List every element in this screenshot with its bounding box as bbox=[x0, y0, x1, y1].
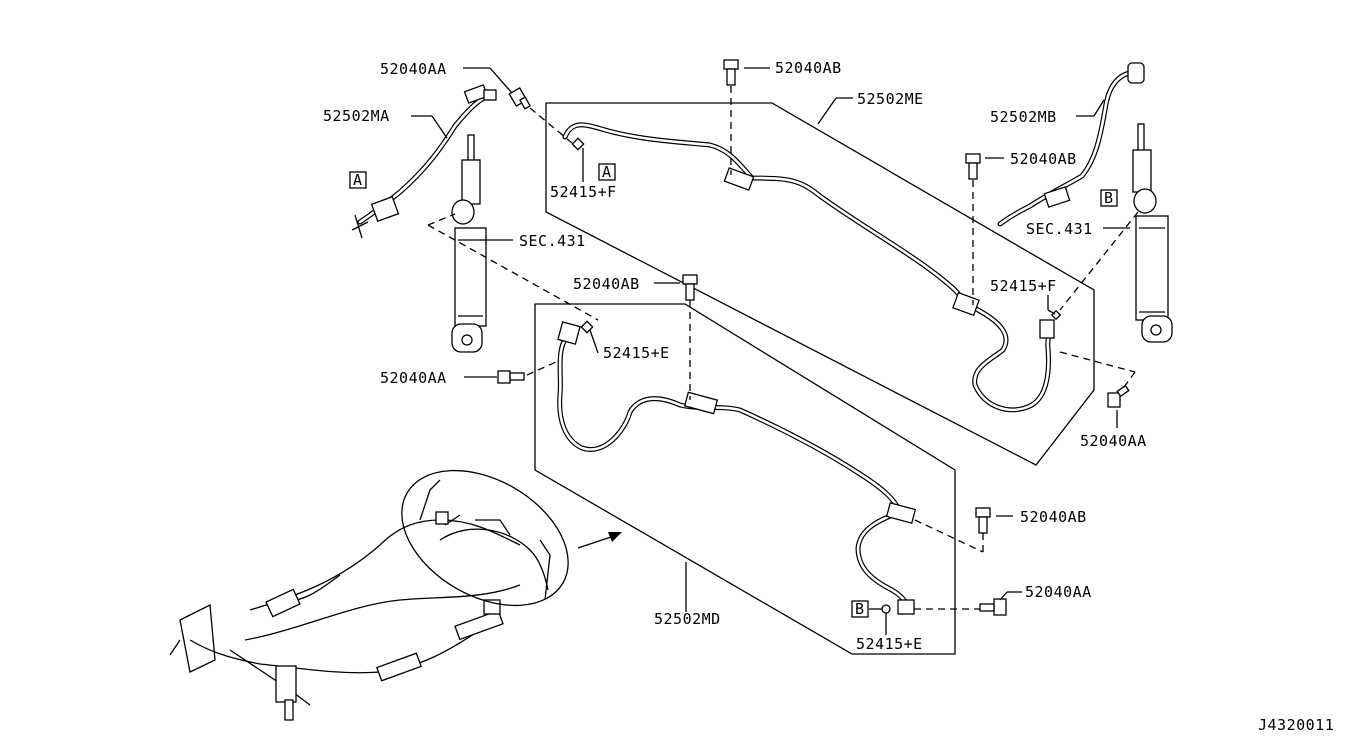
clip-icon bbox=[881, 604, 891, 614]
ref-mark-a-left: A bbox=[353, 171, 363, 189]
diagram-id: J4320011 bbox=[1258, 716, 1334, 734]
callout-bolt-ab-mid: 52040AB bbox=[573, 275, 640, 293]
callout-hose-ma: 52502MA bbox=[323, 107, 390, 125]
ref-mark-a-mid: A bbox=[602, 163, 612, 181]
callout-bolt-aa-lower: 52040AA bbox=[1025, 583, 1092, 601]
dashed-assembly-lines bbox=[427, 86, 1139, 610]
left-shock-absorber bbox=[451, 134, 487, 353]
callout-bolt-aa-right: 52040AA bbox=[1080, 432, 1147, 450]
ref-box-a-left bbox=[349, 171, 367, 189]
callout-bolt-ab-top: 52040AB bbox=[775, 59, 842, 77]
pipe-52502MD bbox=[557, 321, 917, 615]
bolt-icon bbox=[497, 370, 525, 384]
callout-sec-left: SEC.431 bbox=[519, 232, 586, 250]
ref-mark-b-right: B bbox=[1104, 189, 1114, 207]
callout-bolt-aa-left: 52040AA bbox=[380, 369, 447, 387]
callout-hose-md: 52502MD bbox=[654, 610, 721, 628]
bolt-icon bbox=[975, 507, 991, 534]
bolt-icon bbox=[723, 59, 739, 86]
callout-clip-f-left: 52415+F bbox=[550, 183, 617, 201]
clip-icon bbox=[571, 137, 585, 151]
bolt-icon bbox=[682, 274, 698, 301]
bolt-icon bbox=[965, 153, 981, 180]
ref-box-b-lower bbox=[851, 600, 869, 618]
hose-52502MB bbox=[997, 62, 1145, 227]
vehicle-overview-illustration bbox=[169, 469, 622, 721]
callout-clip-e-lower: 52415+E bbox=[856, 635, 923, 653]
callout-sec-right: SEC.431 bbox=[1026, 220, 1093, 238]
callout-bolt-ab-lower: 52040AB bbox=[1020, 508, 1087, 526]
leader-lines bbox=[411, 67, 1130, 635]
hose-52502MA bbox=[351, 84, 497, 239]
bolt-icon bbox=[1107, 384, 1130, 408]
ref-box-b-right bbox=[1100, 189, 1118, 207]
pipe-52502ME bbox=[562, 122, 1055, 413]
callout-clip-e-upper: 52415+E bbox=[603, 344, 670, 362]
bolt-icon bbox=[508, 87, 531, 110]
callout-hose-mb: 52502MB bbox=[990, 108, 1057, 126]
frame-52502ME bbox=[545, 102, 1095, 466]
callout-bolt-ab-right: 52040AB bbox=[1010, 150, 1077, 168]
clip-icon bbox=[1050, 309, 1062, 321]
callout-clip-f-right: 52415+F bbox=[990, 277, 1057, 295]
bolt-icon bbox=[979, 598, 1007, 616]
callout-hose-me: 52502ME bbox=[857, 90, 924, 108]
callout-bolt-aa-top: 52040AA bbox=[380, 60, 447, 78]
right-shock-absorber bbox=[1132, 123, 1173, 343]
ref-box-a-mid bbox=[598, 163, 616, 181]
clip-icon bbox=[580, 320, 594, 334]
frame-52502MD bbox=[534, 303, 956, 655]
ref-mark-b-lower: B bbox=[855, 600, 865, 618]
